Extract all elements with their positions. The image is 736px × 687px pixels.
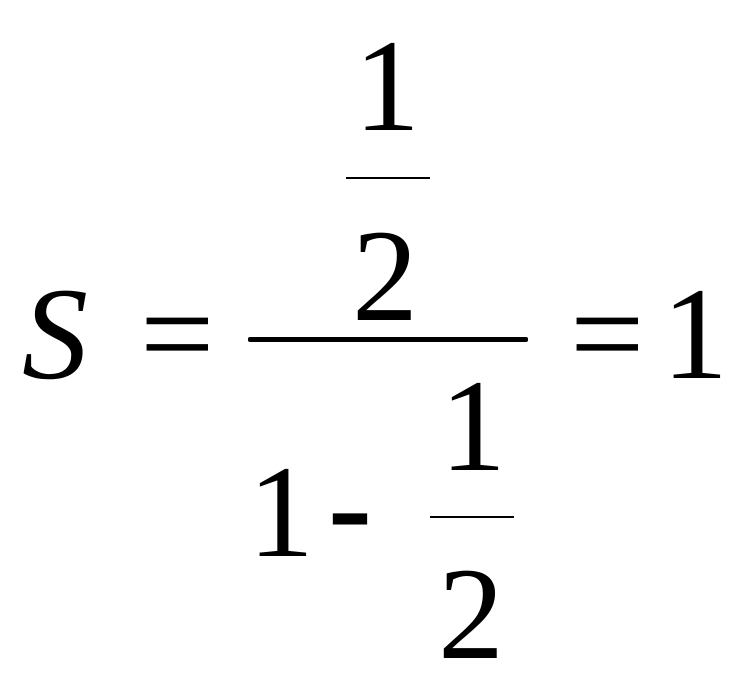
denominator-minus: -: [328, 432, 372, 579]
numerator-two: 2: [352, 202, 418, 349]
result-one: 1: [662, 260, 728, 407]
numerator-fraction-bar: [346, 177, 430, 179]
denominator-one: 1: [248, 438, 314, 585]
main-fraction-bar: [248, 337, 528, 342]
numerator-one: 1: [354, 12, 420, 159]
denominator-fraction-two: 2: [438, 540, 504, 687]
equals-sign-left: =: [140, 260, 215, 407]
denominator-fraction-one: 1: [440, 352, 506, 499]
equals-sign-right: =: [570, 260, 645, 407]
variable-s: S: [22, 260, 88, 407]
denominator-fraction-bar: [430, 516, 514, 518]
